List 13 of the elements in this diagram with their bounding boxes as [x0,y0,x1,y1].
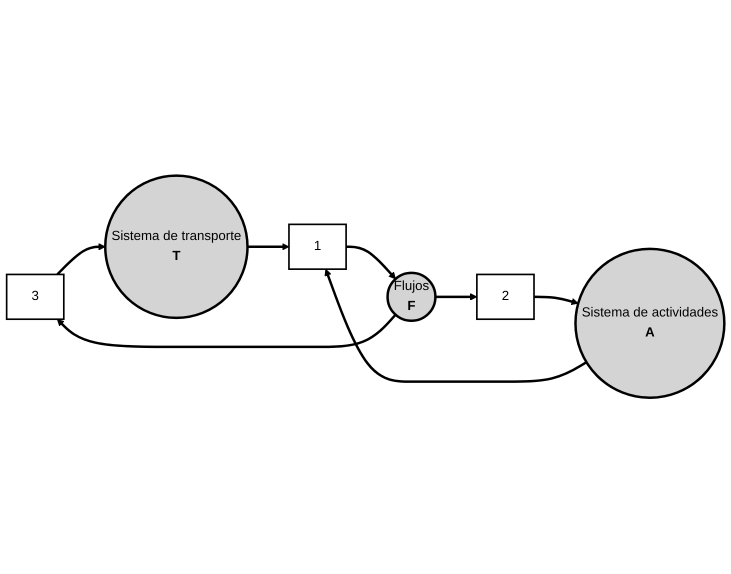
arrow [435,294,478,301]
node-circle: Flujos F [386,272,437,322]
node-circle: Sistema de transporte T [104,174,249,320]
node-box: 2 [476,274,535,320]
arrow [324,269,588,384]
arrow [56,314,396,348]
node-circle: Sistema de actividades A [574,248,726,400]
arrow [56,243,106,276]
arrow [248,243,290,251]
arrow [534,296,579,306]
node-box: 1 [288,224,347,270]
arrow [346,246,396,280]
node-box: 3 [6,274,65,320]
